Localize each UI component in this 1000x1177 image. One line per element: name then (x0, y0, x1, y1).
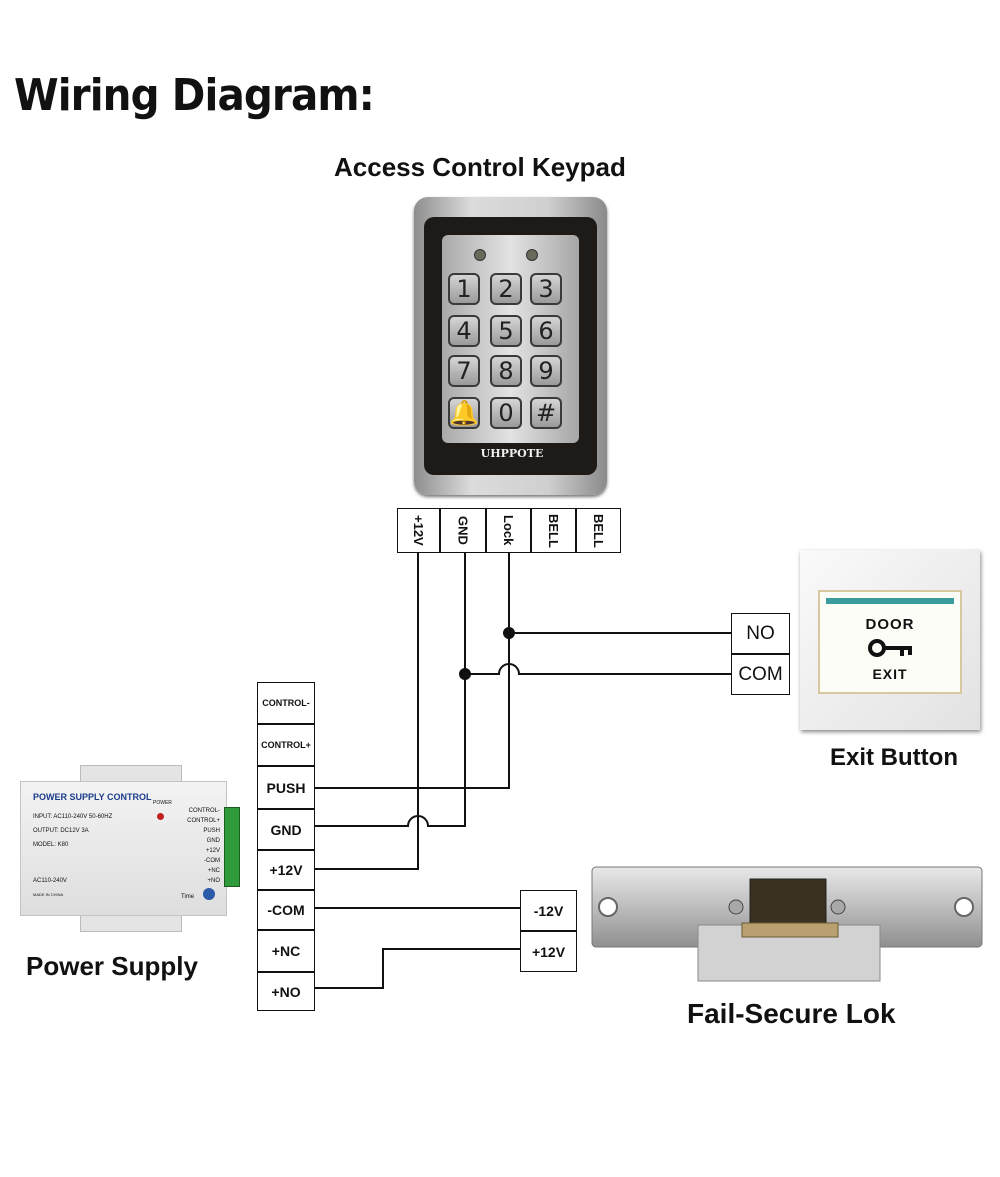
psu-output: OUTPUT: DC12V 3A (33, 828, 89, 834)
lock-caption: Fail-Secure Lok (687, 998, 896, 1029)
keypad-key[interactable]: 1 (448, 273, 480, 305)
wire-keypad-12v-to-ps-12v (315, 553, 419, 870)
psu-side-label: GND (206, 838, 220, 844)
led-indicator (474, 249, 486, 261)
ps-terminal-nc: +NC (257, 930, 315, 972)
key-icon (868, 639, 912, 657)
led-indicator (526, 249, 538, 261)
keypad-terminal-bell: BELL (576, 508, 621, 553)
ps-terminal-gnd: GND (257, 809, 315, 850)
psu-time-label: Time (181, 894, 195, 900)
exit-terminal-com: COM (731, 654, 790, 695)
psu-model: MODEL: K80 (33, 842, 69, 848)
keypad-terminal-12v: +12V (397, 508, 440, 553)
keypad-terminal-bell: BELL (531, 508, 576, 553)
keypad-key[interactable]: 3 (530, 273, 562, 305)
exit-button-stripe (826, 598, 954, 604)
wire-ps-no-to-lock-plus (315, 948, 520, 989)
psu-side-label: CONTROL- (188, 808, 220, 814)
strike-lock-device (591, 866, 983, 982)
keypad-terminal-lock: Lock (486, 508, 531, 553)
junction-dot (459, 668, 471, 680)
exit-button-caption: Exit Button (830, 744, 958, 771)
psu-heading: POWER SUPPLY CONTROL (33, 792, 152, 802)
bell-key-icon[interactable]: 🔔 (448, 397, 480, 429)
ps-terminal-control-minus: CONTROL- (257, 682, 315, 724)
psu-side-label: CONTROL+ (187, 818, 220, 824)
keypad-terminal-gnd: GND (440, 508, 486, 553)
keypad-brand: UHPPOTE (480, 447, 544, 460)
power-supply-unit: POWER SUPPLY CONTROL POWER INPUT: AC110-… (20, 765, 240, 932)
psu-power-label: POWER (153, 800, 172, 806)
keypad-key[interactable]: 7 (448, 355, 480, 387)
lock-terminal-plus-12v: +12V (520, 931, 577, 972)
junction-dot (503, 627, 515, 639)
ps-terminal-control-plus: CONTROL+ (257, 724, 315, 766)
keypad-key[interactable]: # (530, 397, 562, 429)
keypad-key[interactable]: 9 (530, 355, 562, 387)
time-knob-icon (203, 888, 215, 900)
keypad-key[interactable]: 6 (530, 315, 562, 347)
lock-terminal-minus-12v: -12V (520, 890, 577, 931)
psu-terminal-block (224, 807, 240, 887)
psu-input: INPUT: AC110-240V 50-60HZ (33, 814, 113, 820)
ps-terminal-push: PUSH (257, 766, 315, 809)
psu-side-label: +NC (207, 868, 220, 874)
wire-gnd-to-exit-com (465, 663, 731, 675)
keypad-caption: Access Control Keypad (334, 152, 626, 182)
psu-side-label: -COM (204, 858, 220, 864)
power-supply-caption: Power Supply (26, 951, 198, 981)
psu-body: POWER SUPPLY CONTROL POWER INPUT: AC110-… (20, 781, 227, 916)
ps-terminal-no: +NO (257, 972, 315, 1011)
exit-button-device: DOOR EXIT (800, 550, 980, 730)
wire-keypad-lock-to-ps-push (315, 553, 510, 789)
wire-keypad-gnd-to-ps-gnd (315, 553, 466, 827)
psu-ac: AC110-240V (33, 878, 67, 884)
keypad-key[interactable]: 5 (490, 315, 522, 347)
exit-button-door-label: DOOR (865, 616, 915, 633)
keypad-key[interactable]: 4 (448, 315, 480, 347)
psu-side-label: +NO (207, 878, 220, 884)
exit-button-face: DOOR EXIT (818, 590, 962, 694)
psu-side-label: +12V (205, 848, 220, 854)
power-led (157, 813, 164, 820)
ps-terminal-com: -COM (257, 890, 315, 930)
psu-side-label: PUSH (203, 828, 220, 834)
exit-button-exit-label: EXIT (872, 666, 908, 682)
psu-made: MADE IN CHINA (33, 892, 64, 897)
keypad-key[interactable]: 8 (490, 355, 522, 387)
keypad-key[interactable]: 0 (490, 397, 522, 429)
ps-terminal-12v: +12V (257, 850, 315, 890)
keypad-key[interactable]: 2 (490, 273, 522, 305)
page-title: Wiring Diagram: (14, 70, 375, 121)
exit-terminal-no: NO (731, 613, 790, 654)
